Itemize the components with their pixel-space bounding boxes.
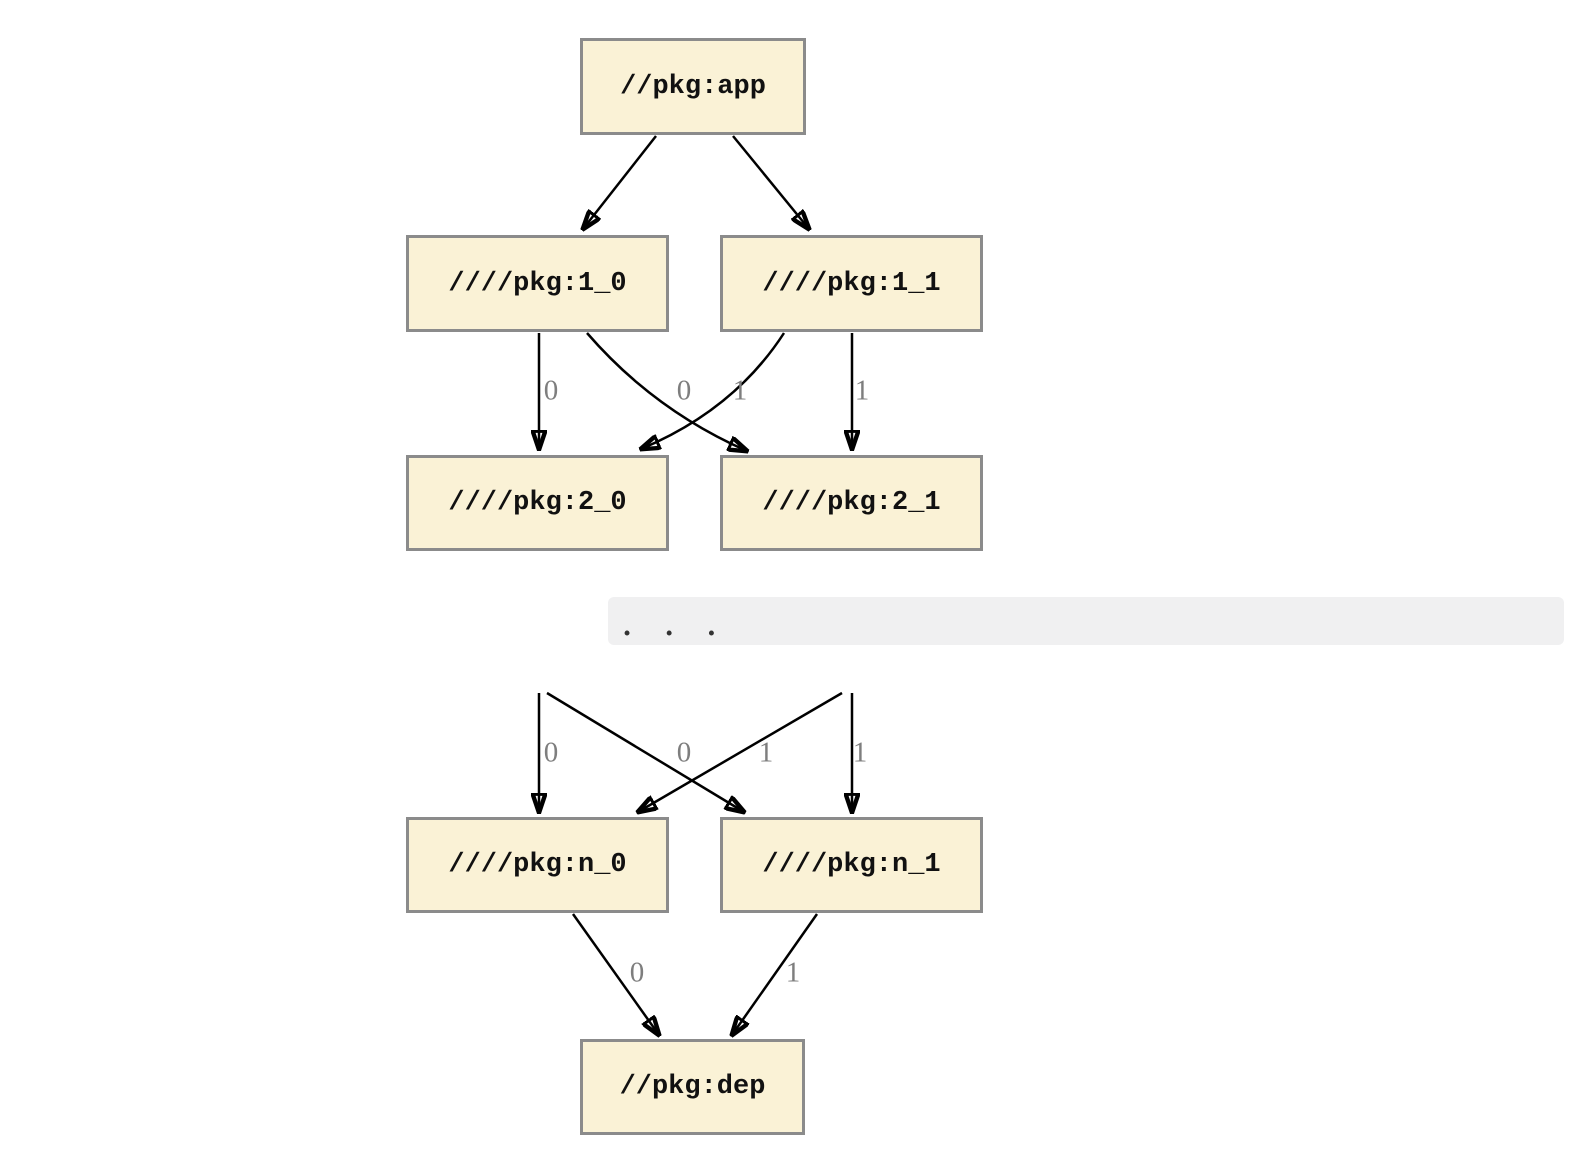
node-1_1: ////pkg:1_1 — [720, 235, 983, 332]
edge-label-1_1-2_0: 0 — [676, 374, 692, 407]
node-1_0: ////pkg:1_0 — [406, 235, 669, 332]
edge-label-prev1-n_1: 1 — [852, 736, 868, 769]
edge-prev1-to-n_0 — [638, 691, 843, 812]
ellipsis-text: . . . — [621, 600, 727, 644]
node-2_1-label: ////pkg:2_1 — [762, 488, 941, 518]
node-2_1: ////pkg:2_1 — [720, 455, 983, 551]
node-1_0-label: ////pkg:1_0 — [448, 268, 627, 299]
edge-label-prev1-n_0: 0 — [676, 736, 692, 769]
edge-label-1_1-2_1: 1 — [854, 374, 870, 407]
node-n_1: ////pkg:n_1 — [720, 817, 983, 913]
edge-app-to-1_0 — [583, 135, 657, 229]
node-dep: //pkg:dep — [580, 1039, 805, 1135]
node-app: //pkg:app — [580, 38, 806, 135]
edge-1_0-to-2_1 — [586, 332, 747, 451]
edge-n_0-to-dep — [571, 913, 659, 1035]
node-dep-label: //pkg:dep — [619, 1072, 766, 1102]
edge-app-to-1_1 — [732, 135, 809, 229]
edge-label-prev0-n_1: 1 — [758, 736, 774, 769]
edge-label-n_0-dep: 0 — [629, 956, 645, 989]
node-n_0: ////pkg:n_0 — [406, 817, 669, 913]
node-n_1-label: ////pkg:n_1 — [762, 850, 941, 880]
node-2_0-label: ////pkg:2_0 — [448, 488, 627, 518]
edge-n_1-to-dep — [732, 913, 819, 1035]
edge-prev0-to-n_1 — [546, 691, 744, 812]
node-app-label: //pkg:app — [620, 71, 766, 102]
node-n_0-label: ////pkg:n_0 — [448, 850, 627, 880]
edge-1_1-to-2_0 — [641, 332, 786, 449]
edge-label-1_0-2_1: 1 — [732, 374, 748, 407]
continuation-band: . . . — [608, 597, 1564, 645]
node-1_1-label: ////pkg:1_1 — [762, 268, 941, 299]
node-2_0: ////pkg:2_0 — [406, 455, 669, 551]
edge-label-n_1-dep: 1 — [785, 956, 801, 989]
edge-label-prev0-n_0: 0 — [543, 736, 559, 769]
edge-label-1_0-2_0: 0 — [543, 374, 559, 407]
